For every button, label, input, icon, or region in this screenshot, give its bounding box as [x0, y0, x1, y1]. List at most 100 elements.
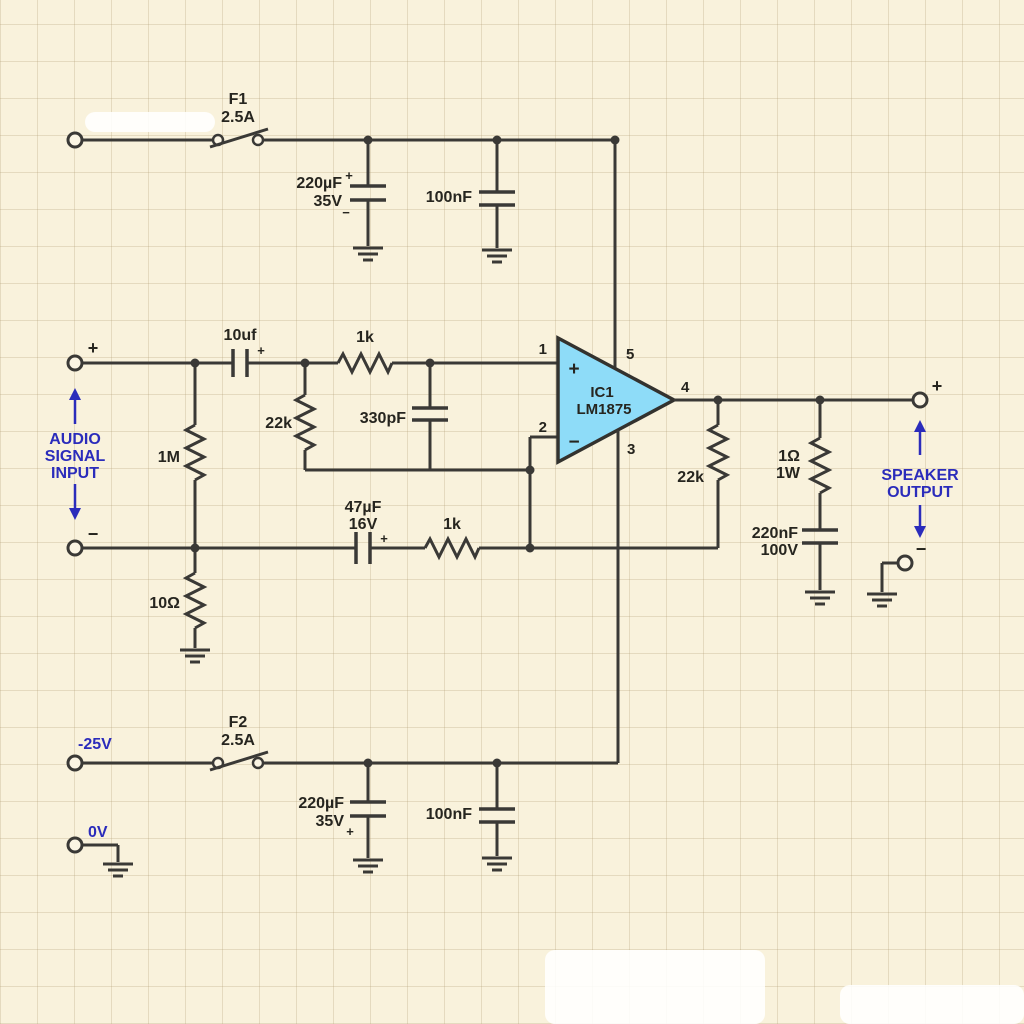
junction-dot	[300, 358, 310, 368]
resistor-1m-label: 1M	[158, 449, 180, 466]
inverting-input-wire	[528, 435, 558, 548]
resistor-1m	[182, 423, 208, 482]
zero-volt-label: 0V	[88, 824, 108, 841]
electrolytic-cap-top	[350, 184, 386, 202]
audio-input-minus-terminal	[66, 539, 84, 557]
output-plus-label: +	[932, 376, 943, 396]
cap-value-label: 100nF	[426, 806, 472, 823]
wire	[82, 843, 120, 862]
fuse-f2-label: F2	[229, 714, 248, 731]
resistor-22k-left-label: 22k	[265, 415, 292, 432]
resistor-1k-feedback	[423, 535, 481, 561]
ground-icon	[180, 648, 210, 664]
pin5-label: 5	[626, 346, 634, 363]
coupling-cap	[231, 349, 249, 377]
ground-icon	[805, 590, 835, 606]
negative-rail-label: -25V	[78, 736, 112, 753]
input-arrow-up-head	[69, 388, 81, 400]
fuse-contact	[251, 133, 265, 147]
resistor-10ohm	[182, 571, 208, 630]
fuse-f1-rating: 2.5A	[221, 109, 255, 126]
feedback-cap	[354, 532, 372, 564]
feedback-cap-label: 47µF	[345, 499, 382, 516]
input-label-line2: SIGNAL	[45, 448, 106, 465]
coupling-cap-label: 10uf	[224, 327, 258, 344]
opamp-triangle	[556, 335, 678, 465]
scan-artifact	[545, 950, 765, 1024]
junction-dot	[525, 465, 535, 475]
negative-supply-terminal	[66, 754, 84, 772]
ground-icon	[867, 592, 897, 608]
cap-plus-label: +	[346, 824, 354, 839]
cap-value-label: 100nF	[426, 189, 472, 206]
cap-plus-label: +	[345, 168, 353, 183]
opamp-ic1: + − IC1 LM1875 1 2 5 3 4	[539, 335, 690, 763]
input-minus-label: −	[88, 524, 99, 544]
fuse-f1-label: F1	[229, 91, 248, 108]
ground-icon	[103, 862, 133, 878]
cap-voltage-label: 35V	[314, 193, 343, 210]
pin3-label: 3	[627, 441, 635, 458]
zero-volt-terminal	[66, 836, 84, 854]
feedback-cap-plus: +	[380, 531, 388, 546]
comp-cap-label: 330pF	[360, 410, 406, 427]
wire	[880, 561, 898, 592]
resistor-22k-feedback-label: 22k	[677, 469, 704, 486]
pin4-label: 4	[681, 379, 690, 396]
junction-dot	[492, 758, 502, 768]
fuse-f1-symbol	[209, 127, 269, 149]
resistor-1ohm-label: 1Ω	[778, 448, 800, 465]
film-cap-top	[479, 190, 515, 207]
fuse-blade	[209, 127, 269, 149]
cap-minus-label: −	[342, 205, 350, 220]
fuse-contact	[251, 756, 265, 770]
output-label-line2: OUTPUT	[887, 484, 953, 501]
comp-cap	[412, 406, 448, 422]
ground-icon	[482, 856, 512, 872]
fuse-blade	[209, 750, 269, 772]
fuse-f2-symbol	[209, 750, 269, 772]
ic-ref-label: IC1	[590, 384, 613, 401]
ground-icon	[353, 858, 383, 874]
cap-value-label: 220µF	[296, 175, 342, 192]
input-stage: + 10uf + 1k 1M 22k 330pF	[45, 327, 718, 664]
bottom-supply-rail: -25V F2 2.5A 220µF 35V + 100nF	[66, 714, 618, 878]
zobel-cap-label: 220nF	[752, 525, 798, 542]
electrolytic-cap-bottom	[350, 800, 386, 818]
audio-input-plus-terminal	[66, 354, 84, 372]
resistor-10ohm-label: 10Ω	[149, 595, 180, 612]
output-label-line1: SPEAKER	[881, 467, 959, 484]
junction-dot	[492, 135, 502, 145]
output-arrow-up-head	[914, 420, 926, 432]
scan-artifact	[85, 112, 215, 132]
junction-dot	[363, 758, 373, 768]
junction-dot	[190, 358, 200, 368]
pin1-label: 1	[539, 341, 547, 358]
output-minus-label: −	[916, 539, 927, 559]
junction-dot	[815, 395, 825, 405]
ground-icon	[353, 246, 383, 262]
ic-part-label: LM1875	[576, 401, 631, 418]
cap-value-label: 220µF	[298, 795, 344, 812]
resistor-1k-series	[336, 350, 394, 376]
junction-dot	[363, 135, 373, 145]
resistor-1k-label: 1k	[356, 329, 374, 346]
speaker-minus-terminal	[896, 554, 914, 572]
resistor-1ohm	[807, 436, 833, 495]
top-supply-rail: F1 2.5A 220µF + 35V − 100nF	[66, 91, 620, 368]
junction-dot	[525, 543, 535, 553]
zobel-cap	[802, 528, 838, 545]
junction-dot	[713, 395, 723, 405]
output-arrow-down-head	[914, 526, 926, 538]
opamp-minus-input-sign: −	[568, 432, 579, 453]
input-arrow-down-head	[69, 508, 81, 520]
resistor-1k-feedback-label: 1k	[443, 516, 461, 533]
opamp-plus-input-sign: +	[568, 359, 579, 380]
zobel-cap-voltage-label: 100V	[761, 542, 799, 559]
resistor-22k-feedback	[705, 423, 731, 482]
resistor-22k-left	[292, 393, 318, 452]
junction-dot	[610, 135, 620, 145]
